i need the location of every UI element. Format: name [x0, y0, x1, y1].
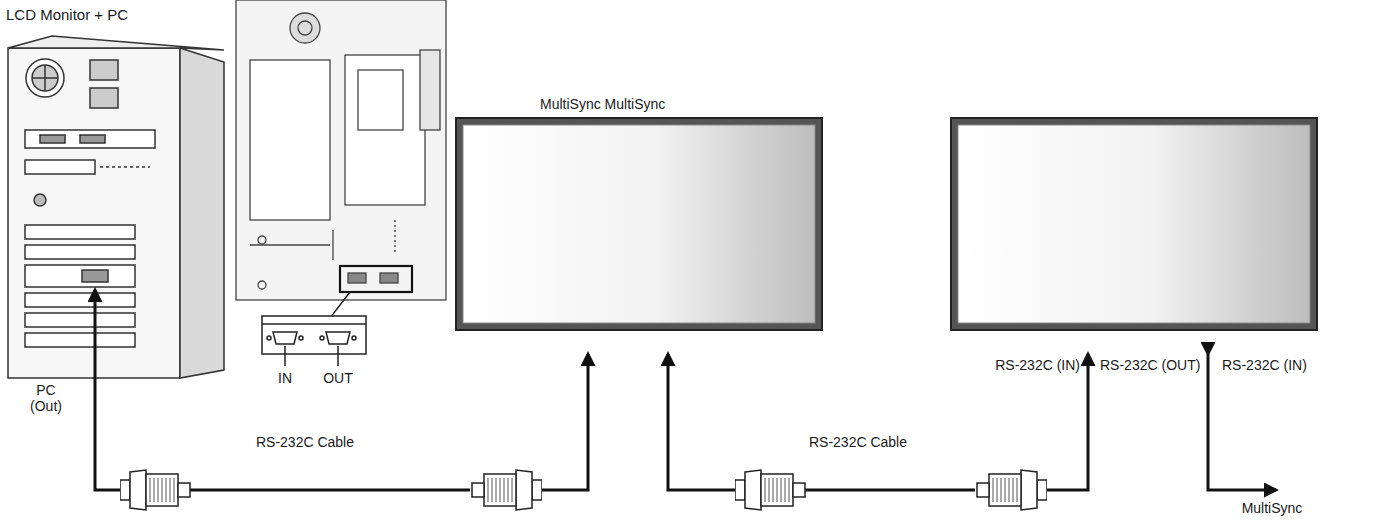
connector-zoom [262, 316, 366, 366]
monitor-label: MultiSync [1242, 500, 1303, 516]
monitor-back-panel [236, 0, 446, 318]
db9-plug [120, 470, 1047, 510]
title: LCD Monitor + PC [6, 6, 128, 23]
monitor [456, 118, 1317, 330]
cable-label: RS-232C Cable [809, 434, 907, 450]
port-label: IN [278, 370, 292, 386]
pc-tower [8, 36, 224, 378]
rs232c-cable [95, 290, 1276, 490]
monitor-label: MultiSync MultiSync [540, 96, 665, 112]
port-label: PC (Out) [23, 382, 69, 414]
port-label: RS-232C (IN) [1222, 357, 1307, 373]
port-label: RS-232C (OUT) [1100, 357, 1200, 373]
port-label: RS-232C (IN) [995, 357, 1080, 373]
cable-label: RS-232C Cable [256, 434, 354, 450]
port-label: OUT [323, 370, 353, 386]
